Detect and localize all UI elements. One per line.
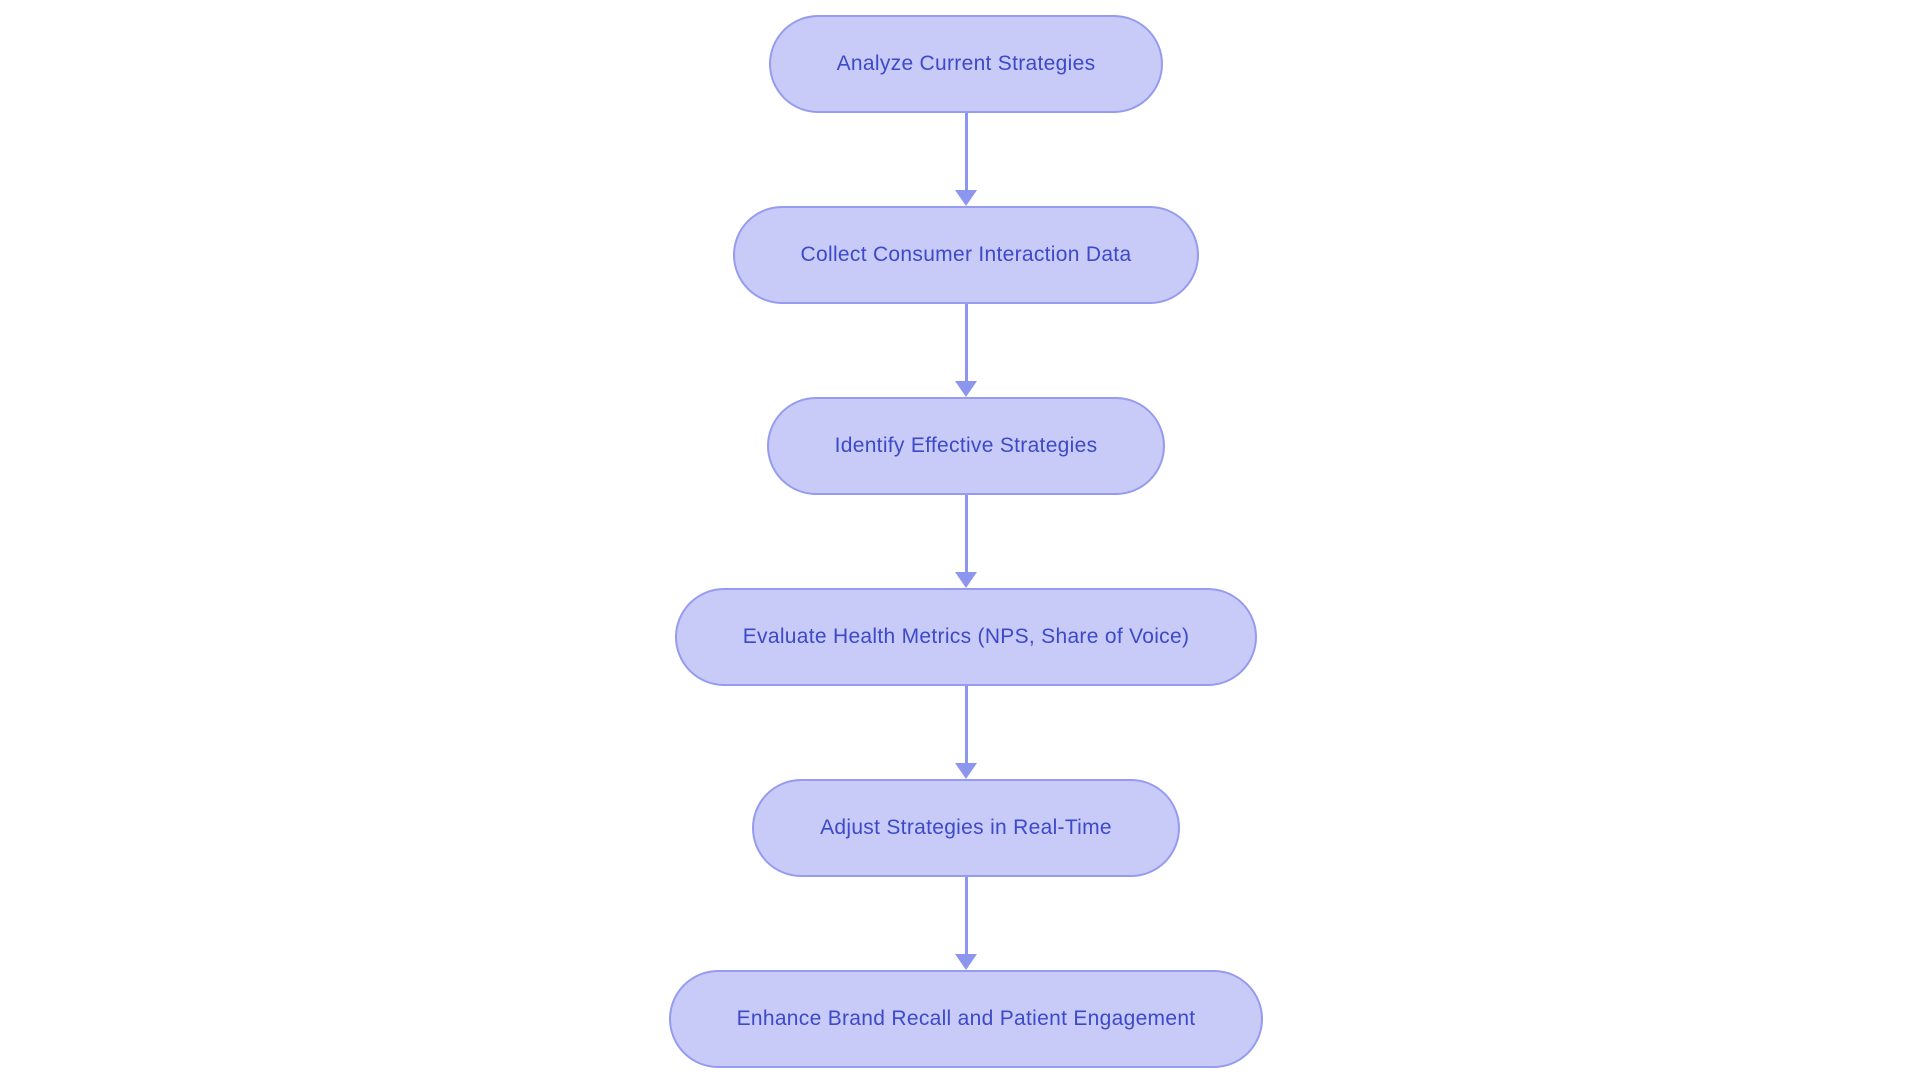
node-analyze-current-strategies: Analyze Current Strategies [768, 15, 1164, 113]
arrow-line [964, 877, 968, 954]
node-collect-consumer-interaction-data: Collect Consumer Interaction Data [732, 206, 1200, 304]
arrow-line [964, 113, 968, 190]
flow-arrow [955, 495, 977, 588]
flow-arrow [955, 877, 977, 970]
node-enhance-brand-recall-and-patient-engagement: Enhance Brand Recall and Patient Engagem… [668, 970, 1264, 1068]
node-label: Analyze Current Strategies [836, 52, 1096, 75]
node-label: Adjust Strategies in Real-Time [820, 816, 1112, 839]
node-adjust-strategies-in-real-time: Adjust Strategies in Real-Time [752, 779, 1180, 877]
node-label: Enhance Brand Recall and Patient Engagem… [736, 1007, 1196, 1030]
arrow-line [964, 686, 968, 763]
node-identify-effective-strategies: Identify Effective Strategies [766, 397, 1166, 495]
flow-arrow [955, 304, 977, 397]
arrow-line [964, 304, 968, 381]
node-evaluate-health-metrics: Evaluate Health Metrics (NPS, Share of V… [674, 588, 1258, 686]
arrow-down-icon [955, 763, 977, 779]
node-label: Collect Consumer Interaction Data [800, 243, 1132, 266]
flow-arrow [955, 113, 977, 206]
arrow-down-icon [955, 381, 977, 397]
flowchart-canvas: Analyze Current Strategies Collect Consu… [6, 0, 1920, 1083]
arrow-down-icon [955, 954, 977, 970]
flow-arrow [955, 686, 977, 779]
arrow-line [964, 495, 968, 572]
node-label: Evaluate Health Metrics (NPS, Share of V… [742, 625, 1190, 648]
arrow-down-icon [955, 572, 977, 588]
arrow-down-icon [955, 190, 977, 206]
node-label: Identify Effective Strategies [834, 434, 1098, 457]
